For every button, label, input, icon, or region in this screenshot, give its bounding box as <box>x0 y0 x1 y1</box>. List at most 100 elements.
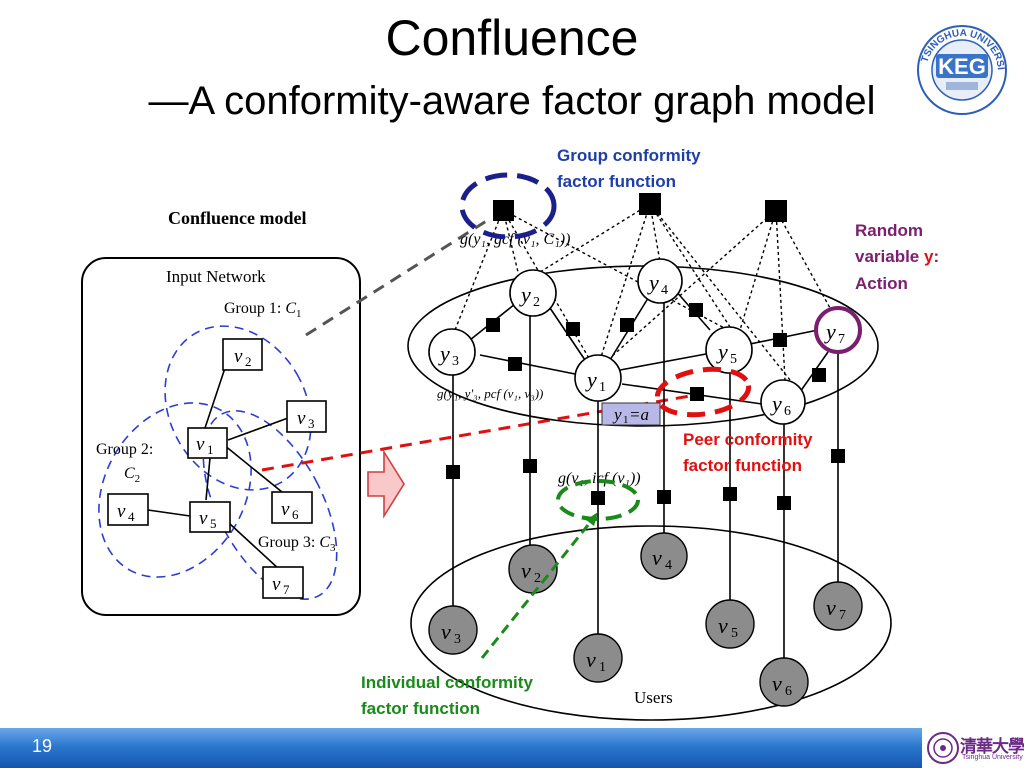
svg-text:5: 5 <box>730 352 737 367</box>
svg-text:5: 5 <box>731 626 738 641</box>
svg-text:v: v <box>297 408 306 429</box>
svg-text:y: y <box>612 405 622 424</box>
svg-text:v: v <box>652 545 662 570</box>
svg-text:y: y <box>438 341 450 366</box>
svg-text:v: v <box>117 501 126 522</box>
svg-text:7: 7 <box>838 332 845 347</box>
svg-text:2: 2 <box>533 295 540 310</box>
random-variable-label-3: Action <box>855 274 908 293</box>
group-conformity-label-1: Group conformity <box>557 146 701 165</box>
input-network-edges <box>147 367 289 571</box>
svg-text:v: v <box>199 508 208 529</box>
svg-text:2: 2 <box>245 354 252 369</box>
svg-text:v: v <box>772 671 782 696</box>
random-variable-label-2: variable y: <box>855 247 939 266</box>
svg-text:3: 3 <box>308 416 315 431</box>
tsinghua-name-cn: 清華大學 <box>960 737 1024 757</box>
footer-bar <box>0 728 1024 768</box>
svg-text:7: 7 <box>839 608 846 623</box>
factor-squares <box>446 193 845 510</box>
individual-factor-edges <box>452 296 839 658</box>
formula-pcf: g(y₁, y'₃, pcf (v₁, v₃)) <box>437 386 543 401</box>
users-label: Users <box>634 688 673 707</box>
svg-text:v: v <box>281 499 290 520</box>
logo-center-text: KEG <box>938 54 986 79</box>
svg-text:v: v <box>826 595 836 620</box>
svg-text:v: v <box>234 346 243 367</box>
svg-text:y: y <box>585 367 597 392</box>
svg-text:=a: =a <box>629 405 649 424</box>
input-network-title: Input Network <box>166 267 266 286</box>
svg-text:6: 6 <box>292 507 299 522</box>
svg-text:v: v <box>196 434 205 455</box>
svg-text:y: y <box>647 270 659 295</box>
group-factor-square-1 <box>493 200 514 221</box>
page-number: 19 <box>32 736 53 756</box>
formula-gcf: g(y₁, gcf (v₁, C₁)) <box>460 231 570 248</box>
footer-logo-area <box>922 728 1024 768</box>
individual-factor-highlight <box>556 479 640 521</box>
svg-text:7: 7 <box>283 582 290 597</box>
group-factor-square-2 <box>639 193 661 215</box>
group3-label: Group 3: C3 <box>258 534 336 554</box>
svg-text:1: 1 <box>599 660 606 675</box>
svg-text:3: 3 <box>452 354 459 369</box>
group-conformity-label-2: factor function <box>557 172 676 191</box>
svg-text:y: y <box>770 391 782 416</box>
svg-text:6: 6 <box>784 404 791 419</box>
svg-text:4: 4 <box>665 558 672 573</box>
random-variable-label-1: Random <box>855 221 923 240</box>
formula-icf: g(v₁, icf (v₁)) <box>558 470 641 487</box>
svg-text:5: 5 <box>210 516 217 531</box>
group1-label: Group 1: C1 <box>224 300 302 320</box>
slide-title: Confluence <box>385 10 639 66</box>
y1-equals-a-box: y 1 =a <box>601 402 661 426</box>
svg-text:v: v <box>718 613 728 638</box>
group2-label-var: C2 <box>124 465 140 485</box>
svg-text:1: 1 <box>599 380 606 395</box>
svg-text:y: y <box>519 282 531 307</box>
slide-subtitle: —A conformity-aware factor graph model <box>148 79 876 123</box>
individual-conformity-label-2: factor function <box>361 699 480 718</box>
confluence-diagram: Confluence model Input Network Group 1: … <box>81 146 939 721</box>
svg-text:4: 4 <box>661 283 668 298</box>
annotations: Group conformity factor function Random … <box>361 146 939 718</box>
individual-arrowhead-icon <box>586 512 598 526</box>
group-link-arrow <box>305 218 489 337</box>
group2-label: Group 2: <box>96 441 153 458</box>
group-factor-square-3 <box>765 200 787 222</box>
individual-factor-arrow <box>480 519 594 659</box>
peer-conformity-label-2: factor function <box>683 456 802 475</box>
svg-text:6: 6 <box>785 684 792 699</box>
svg-text:v: v <box>586 647 596 672</box>
group-circles <box>98 325 338 600</box>
svg-text:1: 1 <box>207 442 214 457</box>
svg-text:v: v <box>521 558 531 583</box>
confluence-model-heading: Confluence model <box>168 208 307 228</box>
group1-circle <box>164 325 312 491</box>
users-layer-ellipse <box>410 525 892 721</box>
svg-text:3: 3 <box>454 632 461 647</box>
group3-circle <box>202 410 338 600</box>
